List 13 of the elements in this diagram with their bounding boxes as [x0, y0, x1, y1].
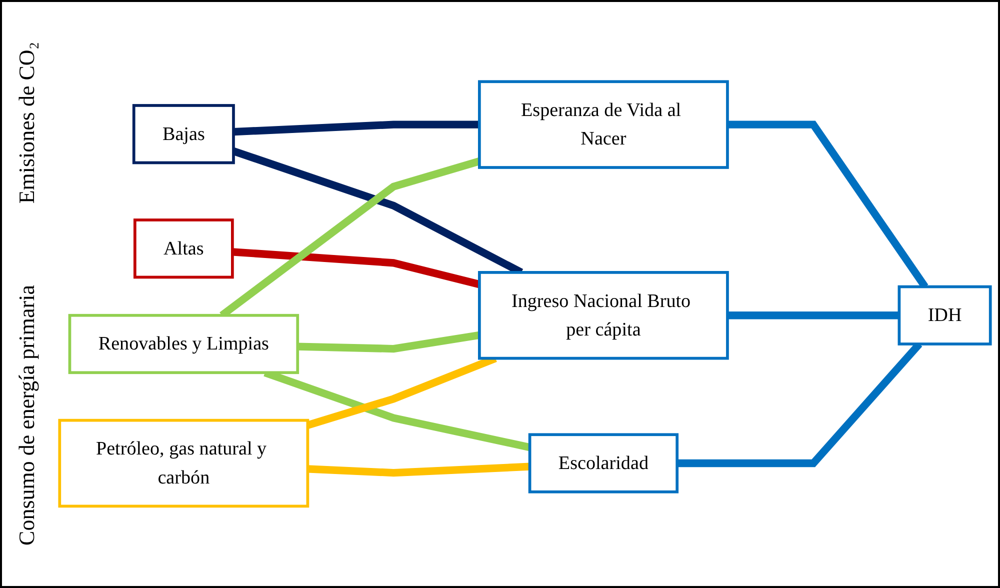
connector — [233, 120, 480, 136]
node-box: Ingreso Nacional Bruto per cápita — [478, 271, 729, 360]
axis-group-label: Emisiones de CO₂ — [14, 42, 40, 204]
node-box: Bajas — [132, 104, 235, 164]
node-box: IDH — [898, 285, 992, 346]
node-box: Renovables y Limpias — [68, 314, 300, 374]
node-box: Altas — [133, 218, 234, 279]
node-box: Petróleo, gas natural y carbón — [58, 418, 310, 508]
node-box: Esperanza de Vida al Nacer — [478, 80, 729, 170]
node-box: Escolaridad — [528, 433, 679, 494]
connector — [727, 312, 900, 320]
connector — [308, 462, 530, 477]
axis-group-label: Consumo de energía primaria — [14, 285, 40, 546]
